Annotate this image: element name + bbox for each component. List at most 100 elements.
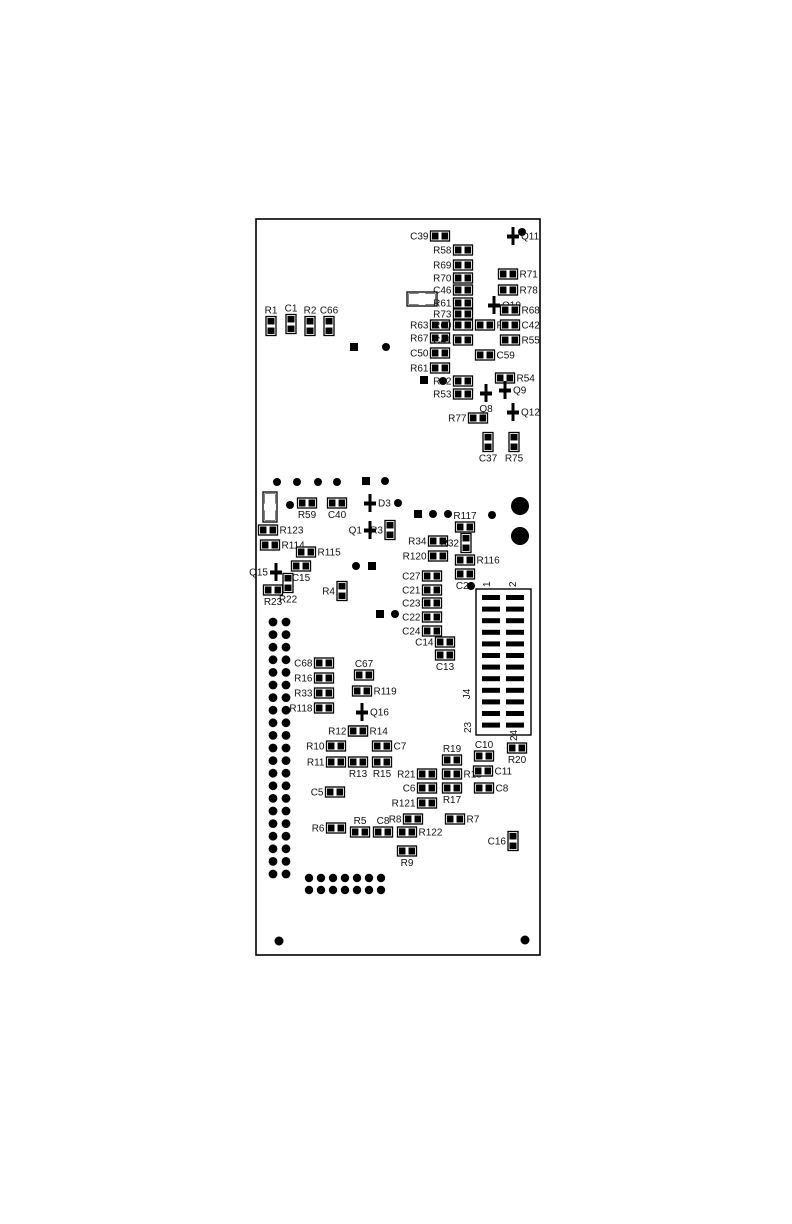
- header-pin: [281, 857, 291, 866]
- footprint-outline: [499, 319, 521, 331]
- connector-j4-body: [475, 588, 532, 736]
- via: [350, 343, 358, 351]
- component-c22: C22: [402, 611, 443, 624]
- connector-pad: [482, 653, 500, 658]
- footprint-outline: [427, 550, 449, 562]
- component-r118: R118: [289, 702, 335, 715]
- footprint-outline: [452, 259, 474, 271]
- pad: [375, 828, 382, 836]
- component-r16: R16: [294, 672, 335, 685]
- component-ref-label: R10: [306, 742, 325, 753]
- component-r122: R122: [396, 826, 443, 839]
- pad: [484, 443, 492, 450]
- pad: [453, 756, 460, 764]
- component-ref-label: R34: [408, 537, 427, 548]
- pad: [441, 334, 448, 342]
- footprint-outline: [326, 497, 348, 509]
- footprint-outline: [452, 388, 474, 400]
- component-ref-label: R1: [265, 306, 278, 317]
- transistor-tab: [364, 501, 376, 506]
- component-r117: R117: [453, 511, 477, 533]
- footprint-outline: [347, 756, 369, 768]
- footprint-outline: [441, 768, 463, 780]
- component-c14: C14: [415, 636, 456, 649]
- bottom-pin: [364, 885, 374, 895]
- component-c46: C46: [433, 284, 474, 297]
- pad: [437, 651, 444, 659]
- pad: [439, 552, 446, 560]
- footprint-outline: [467, 412, 489, 424]
- pad: [383, 758, 390, 766]
- footprint-outline: [353, 669, 375, 681]
- footprint-outline: [506, 742, 528, 754]
- connector-pad: [482, 722, 500, 728]
- component-r13: R13: [347, 756, 369, 780]
- footprint-outline: [429, 332, 451, 344]
- via: [420, 376, 428, 384]
- pad: [502, 321, 509, 329]
- header-pin: [281, 819, 291, 828]
- component-ref-label: C28: [456, 581, 475, 592]
- pad: [446, 651, 453, 659]
- pad: [328, 824, 335, 832]
- pad: [455, 336, 462, 344]
- header-pin: [268, 781, 278, 791]
- connector-pad: [506, 676, 524, 682]
- component-ref-label: R52: [433, 377, 452, 388]
- bottom-pin: [364, 873, 374, 883]
- component-ref-label: R118: [289, 704, 313, 715]
- mounting-hole: [511, 497, 529, 515]
- component-c68: C68: [294, 657, 335, 670]
- component-ref-label: Q16: [370, 708, 389, 719]
- pad: [361, 828, 368, 836]
- component-r120: R120: [403, 550, 449, 563]
- component-r69: R69: [433, 259, 474, 272]
- transistor-tab: [480, 391, 492, 396]
- bottom-pin: [304, 885, 314, 895]
- footprint-outline: [313, 657, 335, 669]
- via: [391, 610, 399, 618]
- component-ref-label: R21: [397, 770, 416, 781]
- pad: [316, 689, 323, 697]
- component-ref-label: R17: [443, 795, 462, 806]
- pad: [475, 767, 482, 775]
- pad: [441, 232, 448, 240]
- footprint-outline: [454, 568, 476, 580]
- component-c28: C28: [454, 568, 476, 592]
- pad: [338, 592, 346, 599]
- connector-pad: [482, 641, 500, 647]
- component-r116: R116: [454, 554, 500, 567]
- component-r7: R7: [444, 813, 480, 826]
- component-ref-label: R122: [419, 828, 443, 839]
- component-ref-label: C1: [285, 304, 298, 315]
- pad: [262, 541, 269, 549]
- header-pin: [268, 794, 278, 803]
- pad: [338, 583, 346, 590]
- component-q8: Q8: [479, 384, 493, 415]
- pad: [455, 274, 462, 282]
- transistor-tab: [356, 710, 368, 715]
- footprint-outline: [325, 822, 347, 834]
- component-ref-label: R6: [312, 824, 325, 835]
- pad: [441, 364, 448, 372]
- via: [381, 477, 389, 485]
- footprint-outline: [421, 584, 443, 596]
- pad: [424, 627, 431, 635]
- pad: [287, 325, 295, 332]
- pad: [464, 261, 471, 269]
- component-r77: R77: [448, 412, 489, 425]
- component-ref-label: R58: [433, 246, 452, 257]
- component-r3: R3: [370, 519, 396, 541]
- pad: [439, 537, 446, 545]
- connector-pad: [506, 606, 524, 612]
- pad: [455, 310, 462, 318]
- component-r52: R52: [433, 375, 474, 388]
- pad: [477, 351, 484, 359]
- pad: [518, 744, 525, 752]
- component-ref-label: Q12: [521, 408, 540, 419]
- footprint-outline: [371, 756, 393, 768]
- component-c10: C10: [473, 740, 495, 762]
- footprint-outline: [290, 560, 312, 572]
- pad: [325, 689, 332, 697]
- pad: [502, 306, 509, 314]
